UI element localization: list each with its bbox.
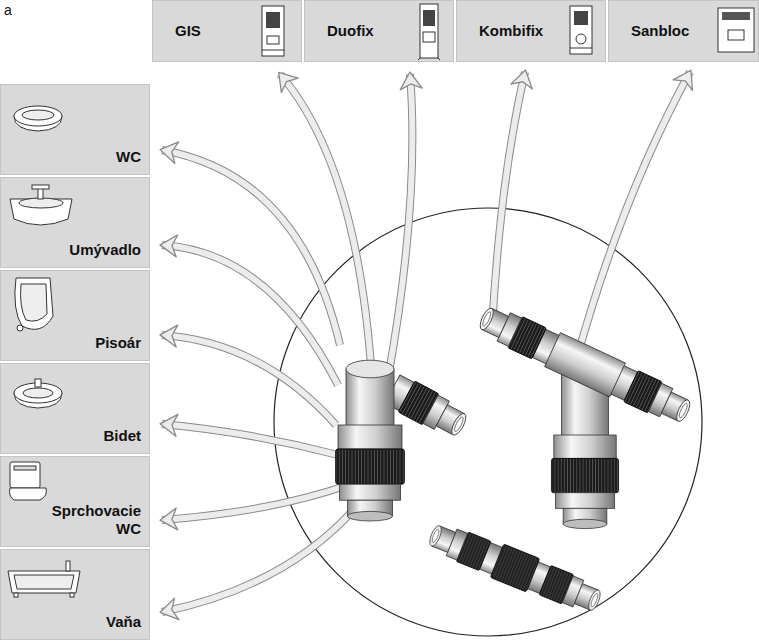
- system-cell: Sanbloc: [608, 0, 759, 62]
- union-nut: [336, 425, 405, 521]
- frame-icon: [570, 6, 592, 54]
- press-outlet: [475, 301, 560, 365]
- cell-label: Duofix: [327, 22, 374, 40]
- arrow: [162, 245, 338, 385]
- system-cell: Kombifix: [456, 0, 606, 62]
- cell-label: WC: [116, 148, 141, 166]
- header-cell: [304, 0, 454, 62]
- toilet-icon: [14, 106, 62, 131]
- union-nut: [551, 435, 618, 529]
- bathtub-icon: [8, 561, 80, 597]
- row-cell: [0, 177, 150, 268]
- elbow-cap: [346, 360, 394, 378]
- tee-run: [545, 333, 626, 397]
- cell-label: Sprchovacie WC: [33, 502, 141, 538]
- row-cell: [0, 84, 150, 175]
- system-cell: GIS: [152, 0, 302, 62]
- arrow: [162, 424, 338, 455]
- cell-label: GIS: [175, 22, 201, 40]
- press-outlet: [426, 520, 505, 576]
- fixture-cell: Bidet: [0, 363, 150, 454]
- cell-label: Vaňa: [106, 613, 141, 631]
- arrow: [162, 485, 348, 520]
- header-cell: [152, 0, 302, 62]
- washbasin-icon: [10, 185, 72, 225]
- arrow: [162, 335, 336, 425]
- cell-label: Bidet: [104, 427, 142, 445]
- arrows: [162, 72, 690, 612]
- cell-label: Pisoár: [95, 334, 141, 352]
- fixture-cell: WC: [0, 84, 150, 175]
- elbow-fitting: [336, 360, 472, 521]
- arrow: [492, 72, 525, 330]
- panel-icon: [718, 8, 754, 52]
- press-outlet: [610, 364, 695, 428]
- coupling-nut: [490, 544, 540, 592]
- bidet-icon: [14, 379, 62, 408]
- fixture-cell: Sprchovacie WC: [0, 456, 150, 547]
- row-cell: [0, 270, 150, 361]
- fixture-cell: Vaňa: [0, 549, 150, 640]
- urinal-icon: [15, 278, 53, 331]
- arrow: [388, 74, 412, 378]
- frame-icon: [262, 6, 284, 56]
- cell-label: Sanbloc: [631, 22, 689, 40]
- arrow: [280, 74, 372, 380]
- tee-fitting: [475, 301, 695, 528]
- arrow: [575, 72, 690, 365]
- fixture-cell: Umývadlo: [0, 177, 150, 268]
- row-cell: [0, 549, 150, 640]
- fixture-cell: Pisoár: [0, 270, 150, 361]
- header-cell: [608, 0, 759, 62]
- cell-label: Kombifix: [479, 22, 543, 40]
- system-cell: Duofix: [304, 0, 454, 62]
- row-cell: [0, 456, 150, 547]
- frame-icon: [418, 4, 440, 60]
- row-cell: [0, 363, 150, 454]
- figure-letter: a: [4, 2, 12, 18]
- press-outlet: [526, 560, 605, 616]
- coupling-fitting: [425, 518, 605, 619]
- header-cell: [456, 0, 606, 62]
- shower-toilet-icon: [10, 462, 47, 500]
- cell-label: Umývadlo: [69, 241, 141, 259]
- arrow: [162, 500, 362, 612]
